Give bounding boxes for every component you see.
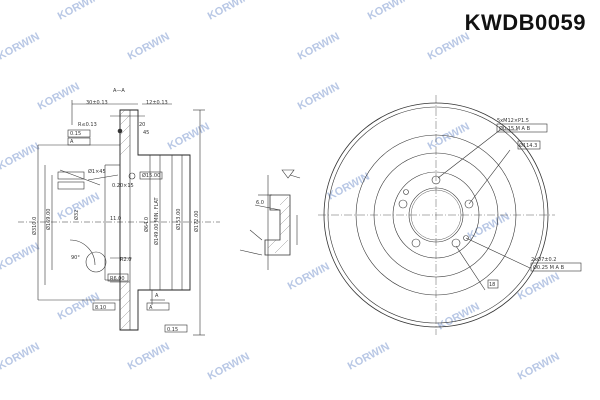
dim-roughness: R≤0.13 [78,122,97,128]
watermark-text: KORWIN [206,0,252,23]
dim-thickness-tol: 0.15 [70,131,81,137]
watermark-text: KORWIN [366,0,412,23]
watermark-text: KORWIN [426,121,472,153]
label-a-tag: A [155,293,159,299]
dim-top-width: 30±0.13 [86,100,108,106]
watermark-text: KORWIN [0,241,42,273]
dim-angle: 45 [143,130,149,136]
dim-flat: Ø149.00 MIN. FLAT [153,196,160,245]
watermark-text: KORWIN [0,31,42,63]
value-110: 11.0 [110,216,121,222]
dim-center: Ø64.0 [143,217,150,232]
holes-top-label: 5xM12×P1.5 [497,118,529,124]
dim-outer: Ø172.00 [193,211,200,232]
watermark-text: KORWIN [206,351,252,383]
radius-r2: R2.0 [120,257,131,263]
position-top: Ø0.15 M A B [499,125,531,132]
bottom-angle: 18 [489,282,495,288]
watermark-text: KORWIN [296,31,342,63]
datum-box-low: 0.15 [167,327,178,333]
part-code: KWDB0059 [464,10,586,35]
watermark-text: KORWIN [126,341,172,373]
section-view [18,100,220,336]
dim-offset: 20 [139,122,145,128]
watermark-text: KORWIN [326,171,372,203]
dim-hub: Ø15.00 [142,172,160,179]
watermark-text: KORWIN [56,0,102,23]
watermark-text: KORWIN [36,81,82,113]
ref-a-box: A [70,139,74,145]
holes-bottom-label: 2xØ7±0.2 [531,256,556,263]
front-view [318,95,582,335]
watermark-text: KORWIN [296,81,342,113]
datum-box-bottom: 8.10 [95,305,106,311]
detail-value-60: 6.0 [256,200,264,206]
section-hatch [119,109,131,331]
detail-view [239,169,301,270]
dim-inner-hub: Ø32 [73,210,80,220]
dim-r6: R6.00 [110,276,125,282]
dim-chamfer: Ø1×45 [88,168,106,175]
dim-total: Ø310.0 [31,217,38,235]
watermark-text: KORWIN [0,141,42,173]
watermark-text: KORWIN [516,271,562,303]
watermark-text: KORWIN [516,351,562,383]
watermark-text: KORWIN [436,301,482,333]
watermark-text: KORWIN [286,261,332,293]
position-bottom: Ø0.25 M A B [533,264,565,271]
watermark-layer: KORWIN KORWIN KORWIN KORWIN KORWIN KORWIN KORW… [0,0,562,383]
pcd-label: Ø114.3 [519,142,537,149]
watermark-text: KORWIN [0,341,42,373]
angle-90: 90° [71,255,80,261]
datum-box-bottom-right: A [149,305,153,311]
watermark-text: KORWIN [166,121,212,153]
dim-bore: Ø169.00 [45,209,52,230]
dim-chamfer-small: 0.20×15 [112,183,134,189]
section-label: A—A [113,88,125,94]
detail-hatch [267,196,291,254]
watermark-text: KORWIN [346,341,392,373]
dim-hat: Ø153.00 [175,209,182,230]
watermark-text: KORWIN [126,31,172,63]
dim-top-hat: 12±0.13 [146,100,168,106]
